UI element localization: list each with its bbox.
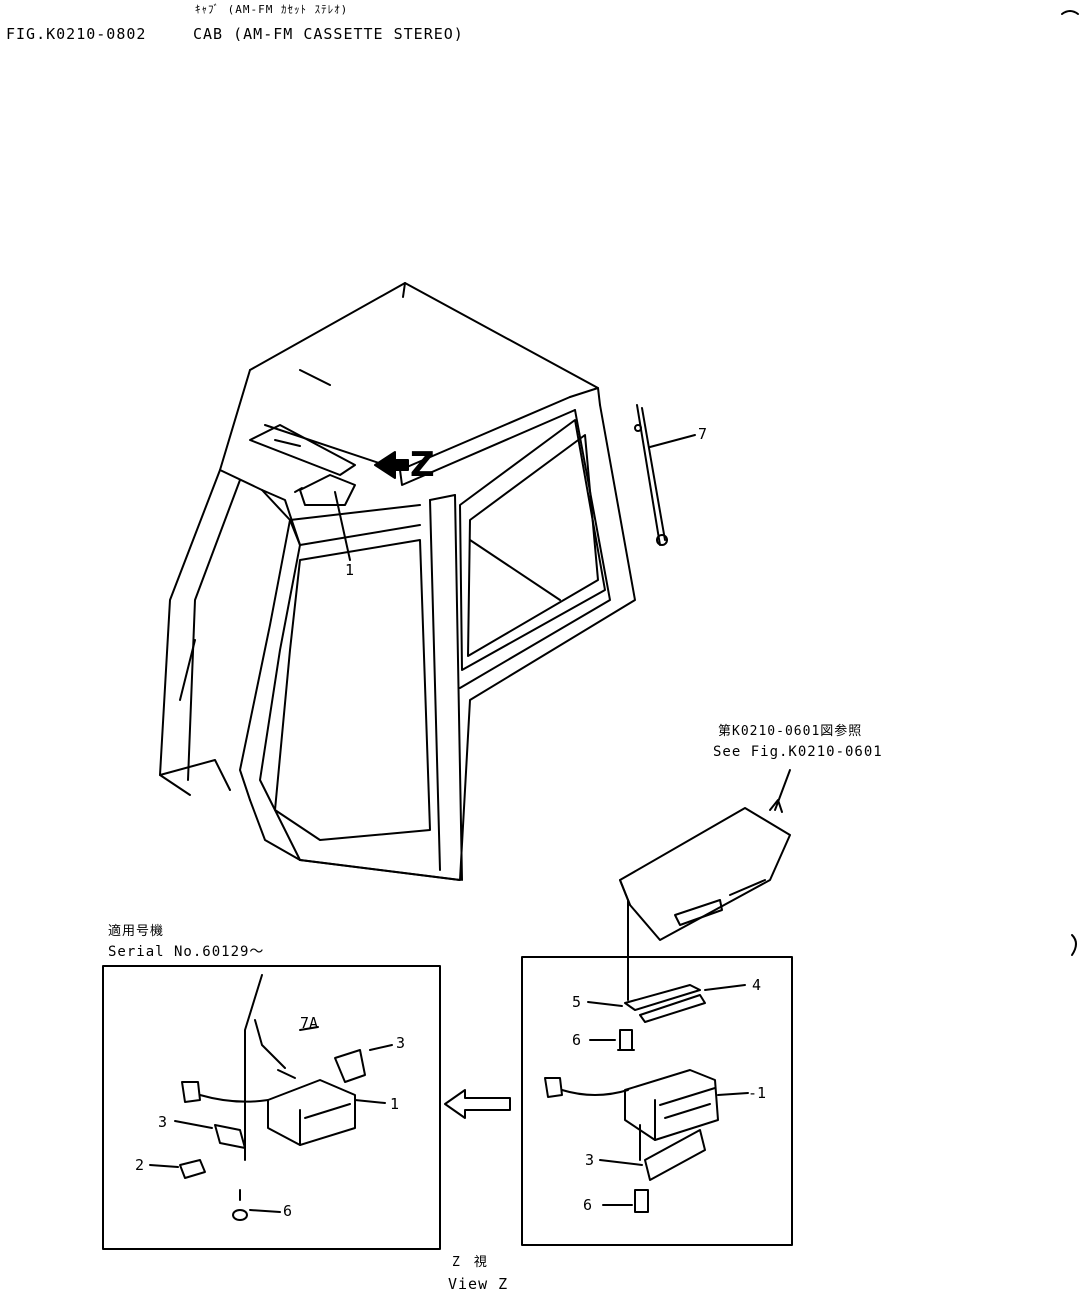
door-window <box>274 539 431 841</box>
radio-unit-on-cab <box>299 474 356 506</box>
radio-unit <box>624 1069 719 1141</box>
screw-6-bottom <box>634 1189 649 1213</box>
screw-6-top <box>619 1029 633 1051</box>
view-z-caption: View Z <box>448 1275 509 1293</box>
callout-4: 4 <box>752 976 762 994</box>
bracket-3-left <box>214 1124 246 1149</box>
corner-mark <box>1071 934 1077 956</box>
front-window <box>459 419 606 671</box>
bracket-3-top <box>334 1049 366 1083</box>
screw-2 <box>179 1159 206 1179</box>
callout-3-left: 3 <box>158 1113 168 1131</box>
bracket-5 <box>624 984 701 1011</box>
figure-number: FIG.K0210-0802 <box>6 25 147 43</box>
view-z-right-box <box>521 956 793 1246</box>
bracket-3 <box>644 1129 706 1181</box>
callout-3-top: 3 <box>396 1034 406 1052</box>
callout-7a: 7A <box>300 1014 319 1032</box>
callout-1: 1 <box>345 561 355 579</box>
view-z-arrow <box>374 451 409 479</box>
overhead-panel <box>619 807 791 941</box>
callout-1-left: 1 <box>390 1095 400 1113</box>
figure-title: CAB (AM-FM CASSETTE STEREO) <box>193 25 464 43</box>
radio-unit-left <box>267 1079 356 1146</box>
serial-view-box <box>102 965 441 1250</box>
callout-5: 5 <box>572 993 582 1011</box>
callout-6-bottom: 6 <box>583 1196 593 1214</box>
cab-side-frame <box>159 469 221 796</box>
corner-mark <box>1061 10 1079 15</box>
washer-6 <box>232 1209 248 1221</box>
header-title-japanese: ｷｬﾌﾞ (AM-FM ｶｾｯﾄ ｽﾃﾚｵ) <box>195 3 349 16</box>
view-z-label: Z <box>410 445 435 485</box>
reference-note-japanese: 第K0210-0601図参照 <box>718 724 863 739</box>
callout-1-right: -1 <box>748 1084 767 1102</box>
bracket-4 <box>639 994 706 1023</box>
serial-number: Serial No.60129～ <box>108 944 265 960</box>
connector-left <box>181 1081 201 1103</box>
callout-3-right: 3 <box>585 1151 595 1169</box>
view-arrow <box>444 1089 511 1119</box>
callout-2: 2 <box>135 1156 145 1174</box>
serial-header-japanese: 適用号機 <box>108 924 165 939</box>
view-z-caption-japanese: Z視 <box>452 1255 501 1270</box>
cab-roof <box>249 282 599 398</box>
connector <box>544 1077 563 1098</box>
callout-6-top: 6 <box>572 1031 582 1049</box>
callout-7: 7 <box>698 425 708 443</box>
reference-note: See Fig.K0210-0601 <box>713 744 883 760</box>
callout-6-left: 6 <box>283 1202 293 1220</box>
